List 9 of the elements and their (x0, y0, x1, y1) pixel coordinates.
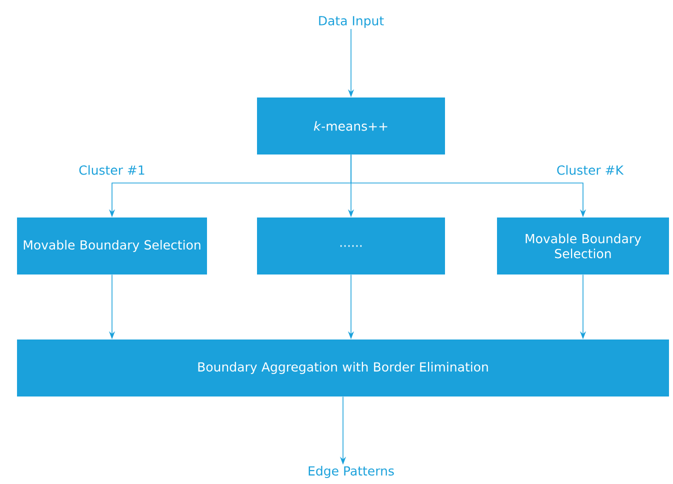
flow-text: Data Input (319, 16, 384, 28)
process-box: Movable Boundary Selection (17, 218, 207, 274)
edge-label: Cluster #K (557, 165, 624, 175)
process-box: Movable Boundary Selection (497, 218, 669, 274)
edge-label: Cluster #1 (79, 165, 144, 175)
process-box: Boundary Aggregation with Border Elimination (17, 340, 669, 396)
process-box: ...... (257, 218, 445, 274)
flow-text: Edge Patterns (308, 466, 394, 478)
process-box: k-means++ (257, 98, 445, 154)
